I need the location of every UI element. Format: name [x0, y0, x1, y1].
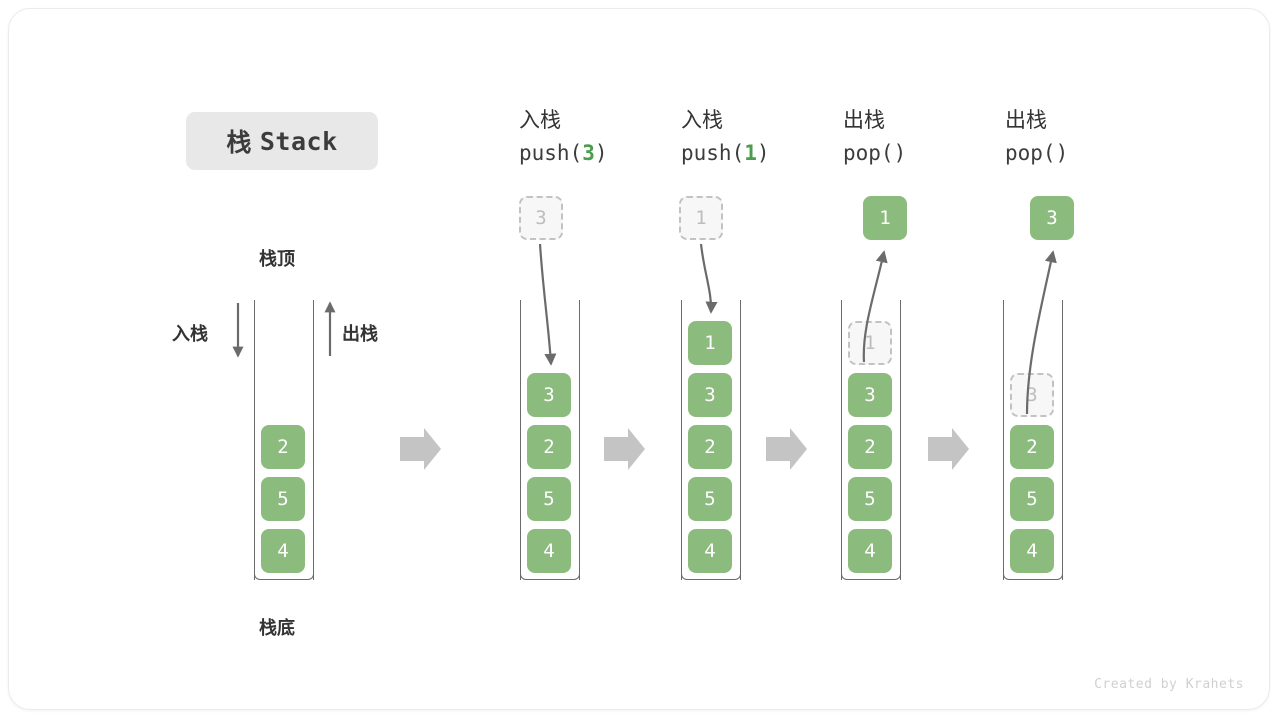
stack-cell: 5 — [688, 477, 732, 521]
header-code: pop() — [843, 136, 1013, 170]
label-stack-top: 栈顶 — [259, 249, 295, 269]
stack-floor — [681, 570, 741, 580]
code-suffix: ) — [594, 141, 608, 165]
diagram-title-badge: 栈 Stack — [186, 112, 378, 170]
header-code: pop() — [1005, 136, 1175, 170]
code-prefix: push( — [519, 141, 583, 165]
floating-cell-solid: 1 — [863, 196, 907, 240]
stack-floor — [254, 570, 314, 580]
stack-cell: 5 — [1010, 477, 1054, 521]
floating-cell-ghost: 3 — [519, 196, 563, 240]
column-header-pop-3: 出栈 pop() — [1005, 106, 1175, 170]
stack-cell: 2 — [261, 425, 305, 469]
stack-cell: 2 — [848, 425, 892, 469]
stack-wall-right — [740, 300, 741, 580]
stack-wall-left — [681, 300, 682, 580]
code-suffix: ) — [1055, 141, 1069, 165]
header-cn: 入栈 — [519, 109, 561, 132]
stack-cell: 2 — [688, 425, 732, 469]
stack-cell: 5 — [261, 477, 305, 521]
label-stack-bottom: 栈底 — [259, 618, 295, 638]
label-pop-side: 出栈 — [342, 324, 378, 344]
stack-container-pop-3 — [1003, 300, 1063, 580]
column-header-pop-1: 出栈 pop() — [843, 106, 1013, 170]
stack-cell: 3 — [688, 373, 732, 417]
header-cn: 入栈 — [681, 109, 723, 132]
stack-container-pop-1 — [841, 300, 901, 580]
stack-cell: 4 — [848, 529, 892, 573]
stack-cell: 5 — [848, 477, 892, 521]
header-cn: 出栈 — [843, 109, 885, 132]
stack-wall-left — [1003, 300, 1004, 580]
stack-wall-left — [254, 300, 255, 580]
code-suffix: ) — [756, 141, 770, 165]
floating-cell-ghost: 1 — [679, 196, 723, 240]
column-header-push-1: 入栈 push(1) — [681, 106, 851, 170]
stack-cell: 4 — [261, 529, 305, 573]
code-arg: 1 — [744, 141, 757, 165]
stack-floor — [841, 570, 901, 580]
stack-cell-ghost: 1 — [848, 321, 892, 365]
floating-cell-solid: 3 — [1030, 196, 1074, 240]
stack-cell: 4 — [1010, 529, 1054, 573]
stack-wall-right — [1062, 300, 1063, 580]
stack-cell: 5 — [527, 477, 571, 521]
header-cn: 出栈 — [1005, 109, 1047, 132]
stack-cell: 4 — [688, 529, 732, 573]
title-cn: 栈 — [226, 129, 252, 157]
stack-container-initial — [254, 300, 314, 580]
label-push-side: 入栈 — [172, 324, 208, 344]
header-code: push(1) — [681, 136, 851, 170]
stack-wall-left — [520, 300, 521, 580]
code-prefix: pop( — [843, 141, 894, 165]
header-code: push(3) — [519, 136, 689, 170]
code-prefix: push( — [681, 141, 745, 165]
stack-cell: 3 — [527, 373, 571, 417]
stack-container-push-3 — [520, 300, 580, 580]
code-arg: 3 — [582, 141, 595, 165]
stack-container-push-1 — [681, 300, 741, 580]
stack-wall-left — [841, 300, 842, 580]
stack-cell: 1 — [688, 321, 732, 365]
stack-cell: 3 — [848, 373, 892, 417]
stack-wall-right — [900, 300, 901, 580]
column-header-push-3: 入栈 push(3) — [519, 106, 689, 170]
stack-floor — [1003, 570, 1063, 580]
code-suffix: ) — [893, 141, 907, 165]
title-en: Stack — [259, 126, 338, 156]
stack-wall-right — [313, 300, 314, 580]
stack-cell: 4 — [527, 529, 571, 573]
code-prefix: pop( — [1005, 141, 1056, 165]
stack-wall-right — [579, 300, 580, 580]
stack-floor — [520, 570, 580, 580]
stack-cell-ghost: 3 — [1010, 373, 1054, 417]
stack-cell: 2 — [527, 425, 571, 469]
stack-cell: 2 — [1010, 425, 1054, 469]
credit-text: Created by Krahets — [1094, 677, 1244, 692]
